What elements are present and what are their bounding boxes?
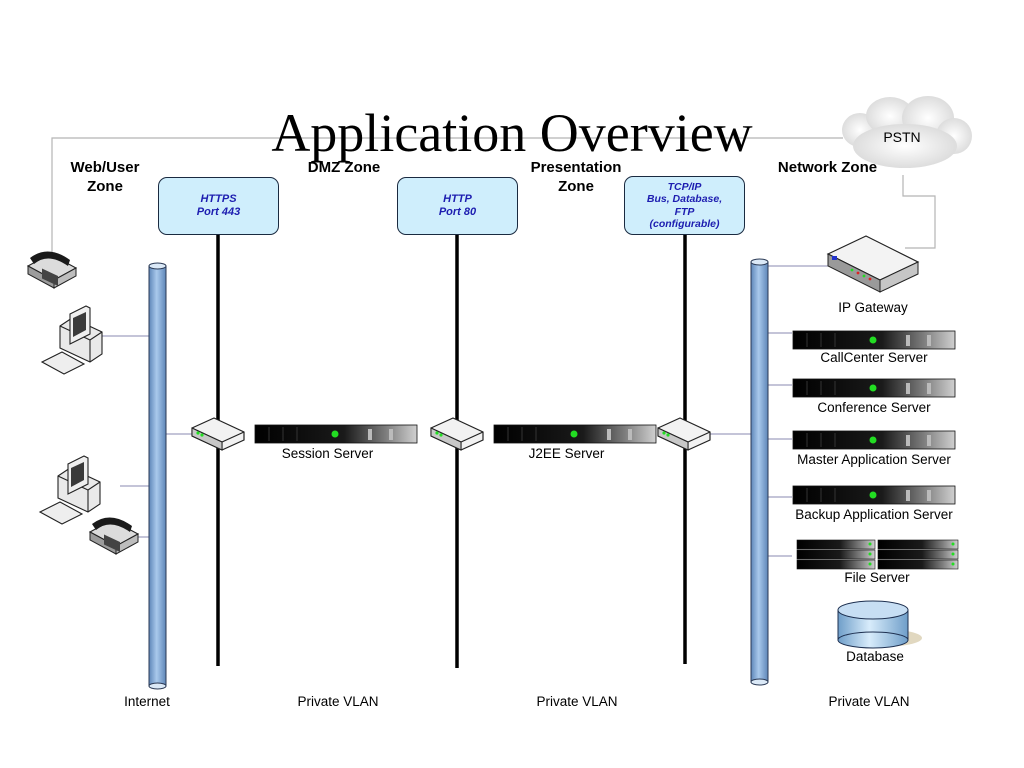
pstn-label: PSTN (883, 129, 921, 145)
callcenter-server-icon (792, 330, 956, 350)
router-icon (657, 417, 711, 451)
router-icon (430, 417, 484, 451)
j2ee-server-icon (493, 424, 657, 444)
network-zone-bus (750, 258, 769, 686)
backup-application-server-label: Backup Application Server (795, 507, 953, 522)
page-title: Application Overview (271, 103, 753, 163)
protocol-box-https: HTTPS Port 443 (158, 177, 279, 235)
file-server-label: File Server (844, 570, 910, 585)
protocol-box-http: HTTP Port 80 (397, 177, 518, 235)
conference-server-label: Conference Server (817, 400, 931, 415)
network-label-internet: Internet (124, 694, 170, 709)
network-label-private-vlan: Private VLAN (828, 694, 910, 709)
desktop-computer-icon (39, 455, 101, 525)
desktop-computer-icon (41, 305, 103, 375)
file-server-icon (796, 539, 959, 570)
zone-header-network: Network Zone (777, 159, 878, 176)
network-label-private-vlan: Private VLAN (536, 694, 618, 709)
ip-gateway-icon (826, 235, 920, 293)
master-application-server-label: Master Application Server (797, 452, 951, 467)
j2ee-server-label: J2EE Server (528, 446, 605, 461)
session-server-icon (254, 424, 418, 444)
telephone-icon (89, 516, 139, 555)
protocol-box-tcpip: TCP/IP Bus, Database, FTP (configurable) (624, 176, 745, 235)
network-label-private-vlan: Private VLAN (297, 694, 379, 709)
master-application-server-icon (792, 430, 956, 450)
callcenter-server-label: CallCenter Server (820, 350, 928, 365)
ip-gateway-label: IP Gateway (838, 300, 908, 315)
router-icon (191, 417, 245, 451)
telephone-icon (27, 250, 77, 289)
conference-server-icon (792, 378, 956, 398)
session-server-label: Session Server (281, 446, 374, 461)
zone-header-web-user: Web/User Zone (70, 159, 140, 195)
backup-application-server-icon (792, 485, 956, 505)
zone-header-presentation: Presentation Zone (530, 159, 622, 195)
database-label: Database (846, 649, 904, 664)
pstn-cloud-icon (842, 96, 972, 168)
zone-header-dmz: DMZ Zone (307, 159, 381, 176)
database-icon (837, 600, 922, 649)
internet-bus (148, 262, 167, 690)
